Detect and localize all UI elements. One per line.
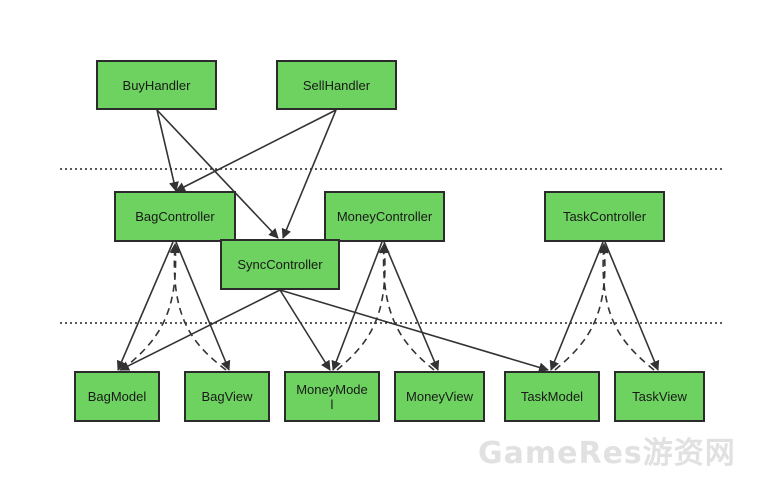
watermark-text: GameRes游资网 [478,436,736,471]
money-model-node: MoneyMode l [284,371,380,422]
edge-bagview-to-bagctrl-dashed [169,243,227,371]
money-model-label: MoneyMode l [296,381,368,412]
edge-sync-to-bagmodel [119,289,281,371]
edge-sync-to-moneymodel [279,289,331,371]
money-view-label: MoneyView [406,389,473,404]
edge-moneyctrl-to-moneymodel [331,241,383,371]
edge-taskview-to-taskctrl-dashed [598,243,655,371]
edge-buy-to-bag [156,109,179,192]
bag-view-label: BagView [201,389,253,404]
sync-controller-node: SyncController [220,239,340,290]
task-controller-label: TaskController [562,209,647,224]
task-view-label: TaskView [632,389,687,404]
task-controller-node: TaskController [544,191,665,242]
bag-controller-label: BagController [135,209,215,224]
edge-sell-to-bag [175,109,337,192]
edge-moneyview-to-moneyctrl-dashed [378,243,435,371]
bag-model-label: BagModel [87,389,147,404]
bag-controller-node: BagController [114,191,236,242]
sell-handler-node: SellHandler [276,60,397,110]
edge-bagctrl-to-bagview [175,241,231,371]
edge-sell-to-sync [281,109,337,239]
edge-taskctrl-to-taskmodel [549,241,604,371]
edge-sync-to-taskmodel [279,289,549,373]
edge-buy-to-sync [156,109,279,239]
edge-moneymodel-to-moneyctrl-dashed [336,243,390,371]
task-model-node: TaskModel [504,371,600,422]
edge-moneyctrl-to-moneyview [383,241,440,371]
money-view-node: MoneyView [394,371,485,422]
bag-view-node: BagView [184,371,270,422]
task-view-node: TaskView [614,371,705,422]
money-controller-label: MoneyController [336,209,433,224]
buy-handler-node: BuyHandler [96,60,217,110]
task-model-label: TaskModel [520,389,584,404]
buy-handler-label: BuyHandler [122,77,191,93]
edge-bagmodel-to-bagctrl-dashed [121,243,181,371]
money-controller-node: MoneyController [324,191,445,242]
edge-bagctrl-to-bagmodel [116,241,174,371]
bag-model-node: BagModel [74,371,160,422]
edge-taskmodel-to-taskctrl-dashed [554,243,610,371]
sync-controller-label: SyncController [237,257,323,272]
sell-handler-label: SellHandler [302,77,371,93]
edge-taskctrl-to-taskview [604,241,660,371]
